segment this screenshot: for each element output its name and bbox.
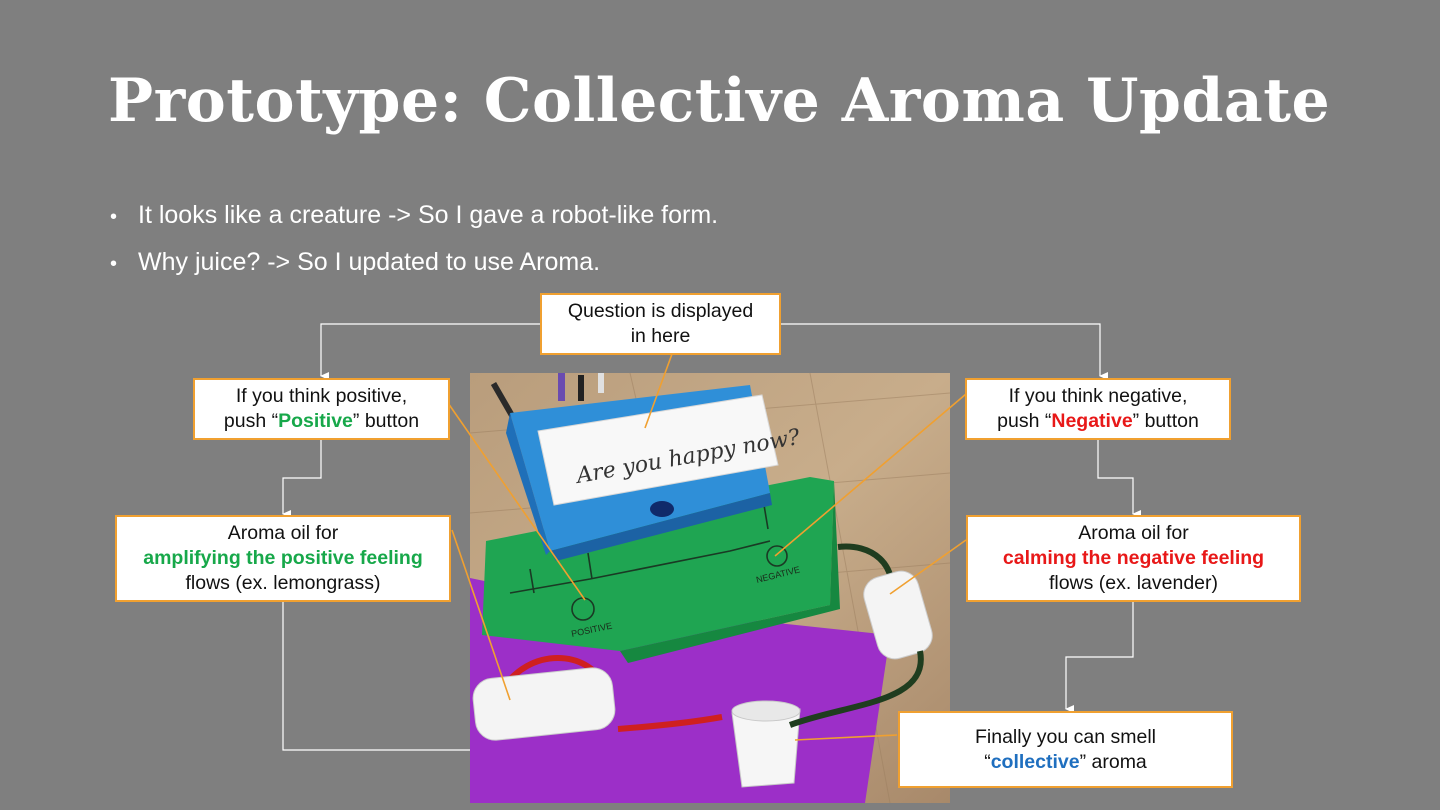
positive-emphasis: Positive (278, 410, 353, 432)
bullet-dot: • (110, 206, 118, 228)
pointer-final (794, 734, 898, 741)
bullet-item: • Why juice? -> So I updated to use Aroma… (110, 245, 718, 292)
callout-line: If you think positive, (235, 385, 408, 407)
positive-oil-callout: Aroma oil for amplifying the positive fe… (115, 515, 451, 602)
negative-oil-callout: Aroma oil for calming the negative feeli… (966, 515, 1301, 602)
callout-text: push “ (223, 410, 279, 432)
callout-text: ” aroma (1079, 750, 1147, 773)
pointer-negative-oil (889, 539, 967, 595)
callout-line: “collective” aroma (900, 750, 1231, 775)
slide-title: Prototype: Collective Aroma Update (108, 66, 1331, 136)
final-callout: Finally you can smell “collective” aroma (898, 711, 1233, 788)
prototype-illustration: POSITIVE NEGATIVE Are you happy now? (470, 373, 950, 803)
bullet-text: Why juice? -> So I updated to use Aroma. (138, 248, 601, 276)
callout-text: ” button (1132, 410, 1199, 432)
pointer-positive-oil (451, 529, 511, 701)
callout-line: Aroma oil for (1078, 522, 1189, 544)
callout-line: push “Positive” button (195, 409, 448, 434)
negative-callout: If you think negative, push “Negative” b… (965, 378, 1231, 440)
prototype-photo: POSITIVE NEGATIVE Are you happy now? (470, 373, 950, 803)
callout-line: in here (630, 325, 691, 347)
connector-negative-to-oil (1097, 440, 1141, 518)
callout-line: Aroma oil for (227, 522, 339, 544)
question-callout: Question is displayed in here (540, 293, 781, 355)
callout-line: flows (ex. lemongrass) (185, 572, 381, 594)
pointer-negative-button (774, 393, 967, 557)
positive-oil-emphasis: amplifying the positive feeling (143, 547, 423, 569)
markers (490, 373, 604, 418)
callout-line: Question is displayed (567, 300, 754, 322)
bullet-text: It looks like a creature -> So I gave a … (138, 201, 719, 229)
connector-negative-oil-to-final (1065, 602, 1134, 713)
collective-emphasis: collective (990, 750, 1080, 773)
callout-text: ” button (352, 410, 420, 432)
pointer-question (644, 353, 673, 429)
connector-question-to-positive (320, 323, 541, 380)
callout-line: flows (ex. lavender) (1048, 572, 1219, 594)
negative-emphasis: Negative (1051, 410, 1133, 432)
callout-text: “ (984, 750, 991, 773)
pointer-positive-button (447, 402, 586, 601)
question-card (537, 394, 779, 506)
bullet-list: • It looks like a creature -> So I gave a… (110, 198, 718, 292)
connector-question-to-negative (779, 323, 1108, 380)
callout-text: push “ (997, 410, 1052, 432)
right-tube (863, 570, 933, 660)
negative-oil-emphasis: calming the negative feeling (1002, 547, 1265, 569)
callout-line: Finally you can smell (975, 725, 1156, 748)
green-body (482, 477, 834, 651)
left-tube (472, 667, 616, 741)
bullet-dot: • (110, 253, 118, 275)
callout-line: push “Negative” button (967, 409, 1229, 434)
callout-line: If you think negative, (1008, 385, 1188, 407)
bullet-item: • It looks like a creature -> So I gave a… (110, 198, 718, 245)
connector-positive-to-oil (282, 440, 322, 518)
positive-callout: If you think positive, push “Positive” b… (193, 378, 450, 440)
